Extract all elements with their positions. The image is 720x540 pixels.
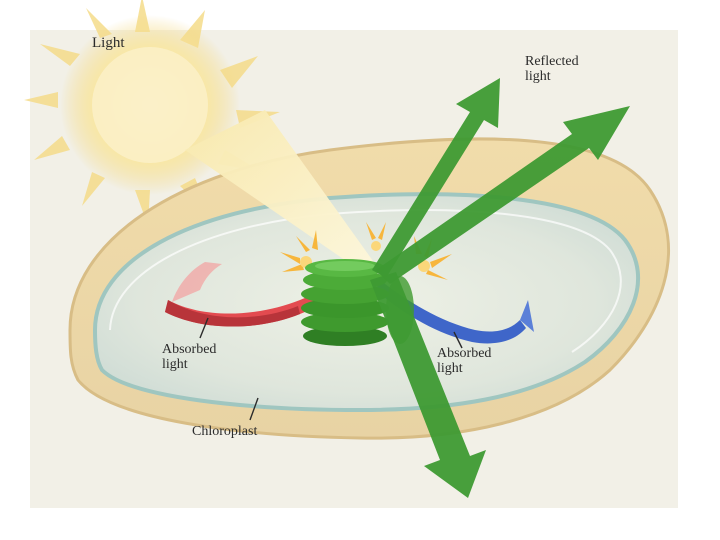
transmitted-light-arrow [370, 272, 486, 498]
chloroplast-leader [249, 397, 259, 421]
label-absorbed-light-red: Absorbed light [162, 342, 217, 372]
label-chloroplast: Chloroplast [192, 424, 258, 439]
reflected-light-arrows [372, 78, 630, 284]
absorbed-blue-leader [453, 331, 463, 349]
label-light: Light [92, 35, 125, 51]
absorption-burst-left [280, 230, 318, 272]
label-absorbed-light-blue: Absorbed light [437, 346, 492, 376]
absorbed-red-leader [199, 317, 209, 339]
label-reflected-light: Reflected light [525, 54, 579, 84]
incoming-light-beam [185, 110, 378, 276]
absorption-burst-top [366, 222, 386, 251]
